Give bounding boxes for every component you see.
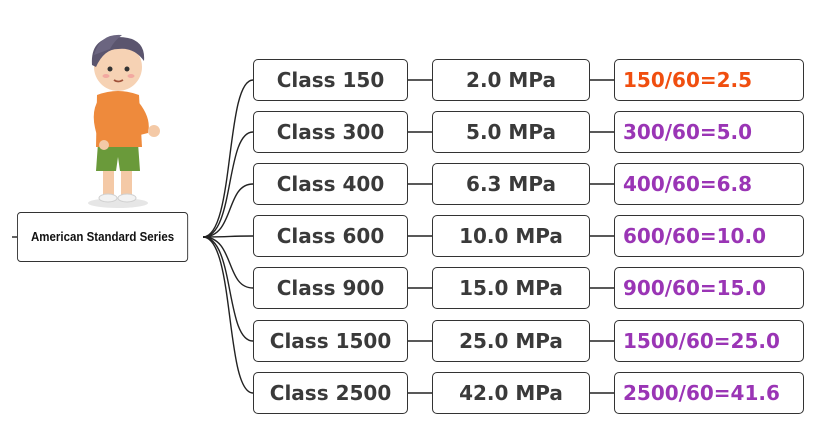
- ratio-node: 400/60=6.8: [614, 163, 804, 205]
- class-node: Class 2500: [253, 372, 408, 414]
- class-node-text: Class 600: [276, 224, 385, 248]
- ratio-node-text: 150/60=2.5: [623, 68, 753, 92]
- branch-line: [202, 183, 254, 238]
- class-node-text: Class 300: [276, 120, 385, 144]
- pressure-node: 2.0 MPa: [432, 59, 590, 101]
- pressure-node: 15.0 MPa: [432, 267, 590, 309]
- branch-line: [202, 236, 254, 289]
- class-node: Class 400: [253, 163, 408, 205]
- pressure-node-text: 6.3 MPa: [466, 172, 556, 196]
- ratio-node-text: 900/60=15.0: [623, 276, 766, 300]
- ratio-node: 1500/60=25.0: [614, 320, 804, 362]
- class-node: Class 300: [253, 111, 408, 153]
- class-node-text: Class 2500: [269, 381, 392, 405]
- branch-line: [202, 235, 254, 238]
- class-node: Class 900: [253, 267, 408, 309]
- ratio-node-text: 300/60=5.0: [623, 120, 753, 144]
- ratio-node-text: 600/60=10.0: [623, 224, 766, 248]
- class-node-text: Class 400: [276, 172, 385, 196]
- pressure-node-text: 10.0 MPa: [459, 224, 563, 248]
- pressure-node: 6.3 MPa: [432, 163, 590, 205]
- branch-line: [202, 236, 254, 342]
- pressure-node-text: 42.0 MPa: [459, 381, 563, 405]
- ratio-node: 2500/60=41.6: [614, 372, 804, 414]
- branch-line: [202, 131, 254, 238]
- pressure-node: 10.0 MPa: [432, 215, 590, 257]
- root-label: American Standard Series: [30, 230, 175, 244]
- class-node: Class 600: [253, 215, 408, 257]
- pressure-node-text: 15.0 MPa: [459, 276, 563, 300]
- ratio-node-text: 400/60=6.8: [623, 172, 753, 196]
- class-node-text: Class 900: [276, 276, 385, 300]
- branch-line: [202, 236, 254, 394]
- pressure-node-text: 2.0 MPa: [466, 68, 556, 92]
- cartoon-boy-icon: [70, 25, 170, 210]
- class-node-text: Class 150: [276, 68, 385, 92]
- class-node: Class 150: [253, 59, 408, 101]
- ratio-node: 300/60=5.0: [614, 111, 804, 153]
- class-node: Class 1500: [253, 320, 408, 362]
- ratio-node-text: 2500/60=41.6: [623, 381, 780, 405]
- pressure-node-text: 25.0 MPa: [459, 329, 563, 353]
- branch-line: [202, 79, 254, 238]
- pressure-node-text: 5.0 MPa: [466, 120, 556, 144]
- ratio-node-text: 1500/60=25.0: [623, 329, 780, 353]
- pressure-node: 5.0 MPa: [432, 111, 590, 153]
- pressure-node: 25.0 MPa: [432, 320, 590, 362]
- class-node-text: Class 1500: [269, 329, 392, 353]
- ratio-node: 600/60=10.0: [614, 215, 804, 257]
- ratio-node: 150/60=2.5: [614, 59, 804, 101]
- pressure-node: 42.0 MPa: [432, 372, 590, 414]
- root-node: American Standard Series: [17, 212, 189, 262]
- ratio-node: 900/60=15.0: [614, 267, 804, 309]
